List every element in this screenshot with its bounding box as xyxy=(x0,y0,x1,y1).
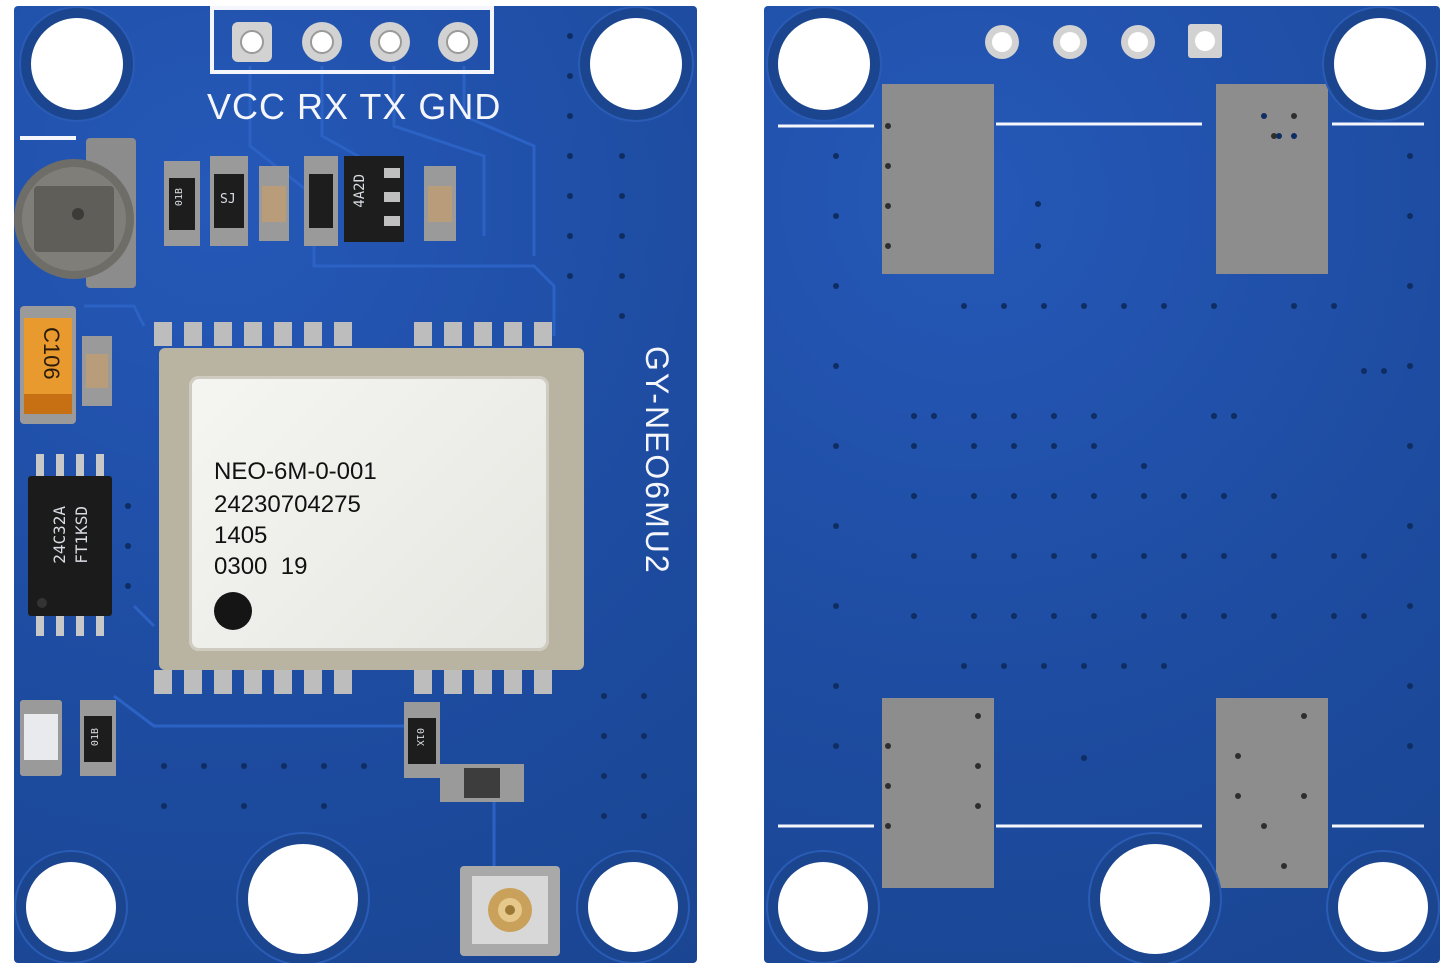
front-traces xyxy=(14,6,647,956)
pcb-back xyxy=(764,6,1440,963)
module-label-line-2: 24230704275 xyxy=(214,491,361,518)
module-label-line-4: 0300 19 xyxy=(214,553,308,580)
pcb-front: VCC RX TX GND GY-NEO6MU2 C106 24C32A FT1… xyxy=(14,6,697,963)
back-traces-and-pads xyxy=(778,24,1424,888)
mounting-hole-front-bc xyxy=(248,844,358,954)
mounting-hole-front-tr xyxy=(590,18,682,110)
mounting-hole-front-bl xyxy=(26,862,116,952)
backup-battery xyxy=(14,138,136,288)
mounting-hole-back-bl xyxy=(778,862,868,952)
resistor-marking-2: SJ xyxy=(220,192,236,207)
mounting-hole-back-tl xyxy=(778,18,870,110)
ufl-connector xyxy=(460,866,560,956)
eeprom-chip xyxy=(28,454,112,636)
eeprom-marking-2: FT1KSD xyxy=(72,506,91,564)
mounting-hole-back-tr xyxy=(1334,18,1426,110)
tantalum-capacitor-marking: C106 xyxy=(39,327,64,380)
eeprom-marking-1: 24C32A xyxy=(50,506,69,564)
gps-module-shield: NEO-6M-0-001 24230704275 1405 0300 19 xyxy=(159,348,584,670)
regulator-marking: 4A2D xyxy=(352,174,368,208)
pin1-dot-marker xyxy=(214,592,252,630)
mounting-hole-back-br xyxy=(1338,862,1428,952)
resistor-marking-1: 01B xyxy=(174,188,185,207)
pin-labels: VCC RX TX GND xyxy=(207,86,502,127)
resistor-marking-4: 01X xyxy=(414,728,425,747)
gps-module-label: NEO-6M-0-001 24230704275 1405 0300 19 xyxy=(189,376,549,651)
mounting-hole-front-tl xyxy=(31,18,123,110)
mounting-hole-front-br xyxy=(588,862,678,952)
module-label-line-3: 1405 xyxy=(214,522,268,549)
module-label-line-1: NEO-6M-0-001 xyxy=(214,458,377,485)
board-model-label: GY-NEO6MU2 xyxy=(639,346,675,575)
resistor-marking-3: 01B xyxy=(90,728,101,747)
mounting-hole-back-bc xyxy=(1100,844,1210,954)
